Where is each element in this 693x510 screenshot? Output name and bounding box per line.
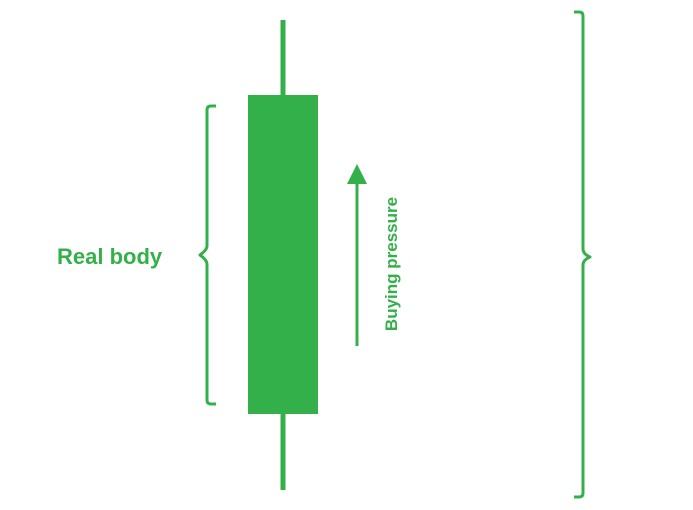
right-curly-brace-icon <box>574 10 592 499</box>
arrow-up-icon <box>347 164 367 184</box>
real-body-label: Real body <box>57 244 163 269</box>
candle-real-body <box>248 95 318 414</box>
buying-pressure-label: Buying pressure <box>382 197 401 331</box>
left-curly-brace-icon <box>198 104 216 406</box>
